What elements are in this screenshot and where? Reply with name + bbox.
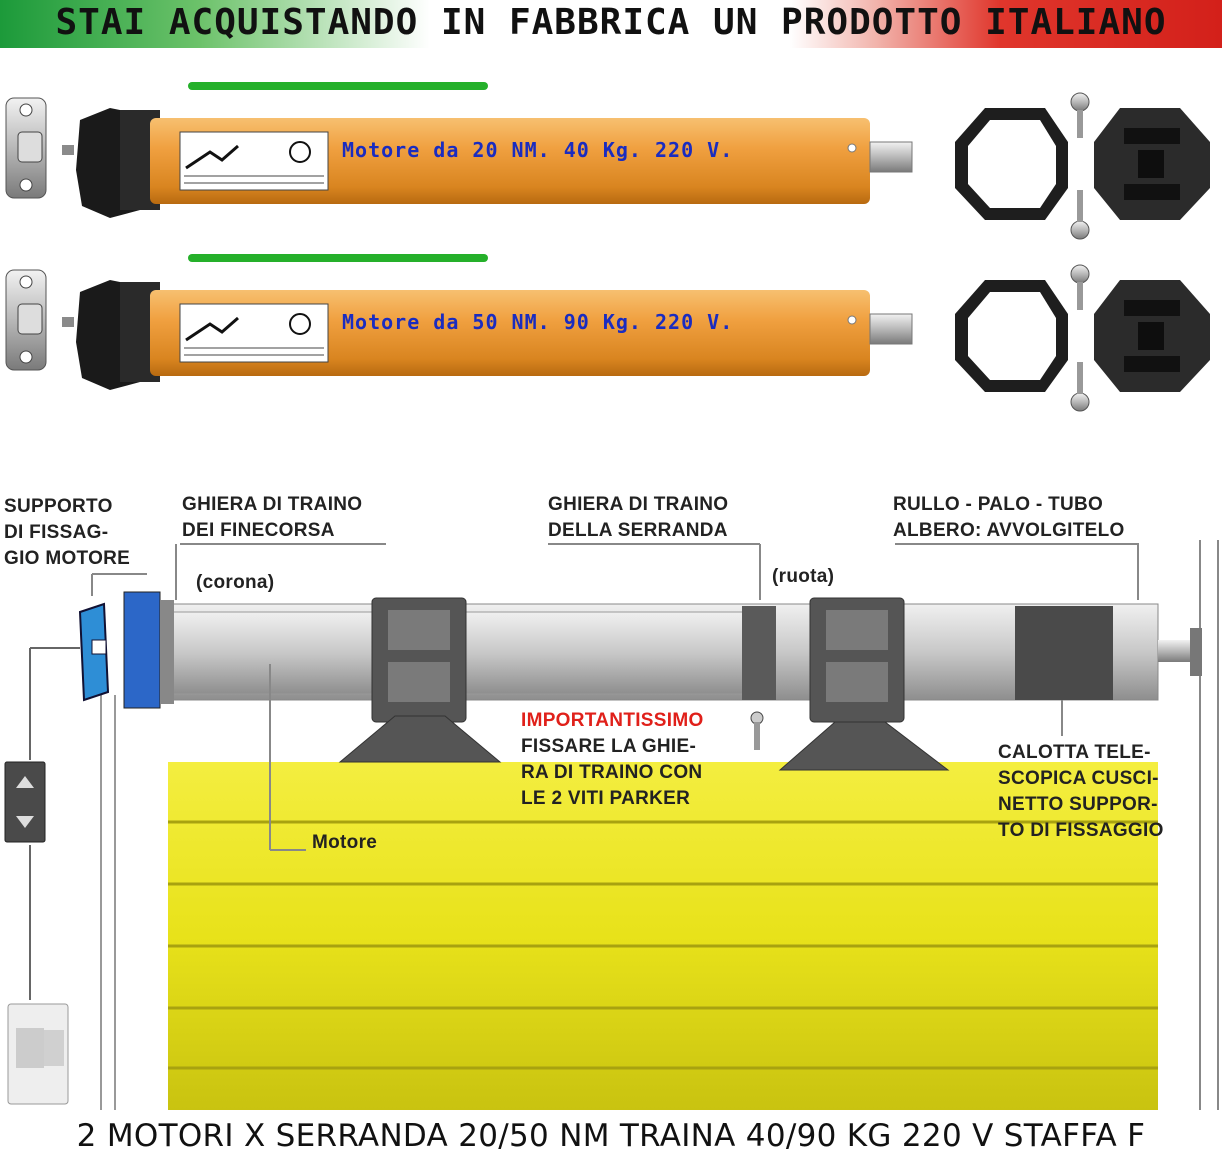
- label-ghiera-finecorsa: GHIERA DI TRAINO DEI FINECORSA: [182, 494, 363, 541]
- label-corona: (corona): [196, 572, 275, 593]
- shutter-slats: [168, 762, 1158, 1110]
- circuit-breaker-icon: [7, 1003, 69, 1105]
- bracket-icon: [78, 591, 174, 709]
- switch-icon: [4, 761, 46, 843]
- screw-icon: [750, 711, 764, 750]
- label-rullo: RULLO - PALO - TUBO ALBERO: AVVOLGITELO: [893, 494, 1125, 541]
- label-ghiera-serranda: GHIERA DI TRAINO DELLA SERRANDA: [548, 494, 729, 541]
- label-ruota: (ruota): [772, 566, 835, 587]
- label-calotta: CALOTTA TELE- SCOPICA CUSCI- NETTO SUPPO…: [998, 742, 1164, 841]
- page-title: STAI ACQUISTANDO IN FABBRICA UN PRODOTTO…: [55, 2, 1167, 43]
- footer-title: 2 MOTORI X SERRANDA 20/50 NM TRAINA 40/9…: [76, 1118, 1146, 1154]
- label-supporto: SUPPORTO DI FISSAG- GIO MOTORE: [4, 496, 131, 569]
- label-importantissimo: IMPORTANTISSIMO: [521, 710, 704, 731]
- motor-2-label: Motore da 50 NM. 90 Kg. 220 V.: [342, 310, 734, 334]
- motor-1-label: Motore da 20 NM. 40 Kg. 220 V.: [342, 138, 734, 162]
- label-important-text: FISSARE LA GHIE- RA DI TRAINO CON LE 2 V…: [521, 736, 703, 809]
- label-motore: Motore: [312, 832, 378, 853]
- italian-flag-banner: [0, 0, 1222, 48]
